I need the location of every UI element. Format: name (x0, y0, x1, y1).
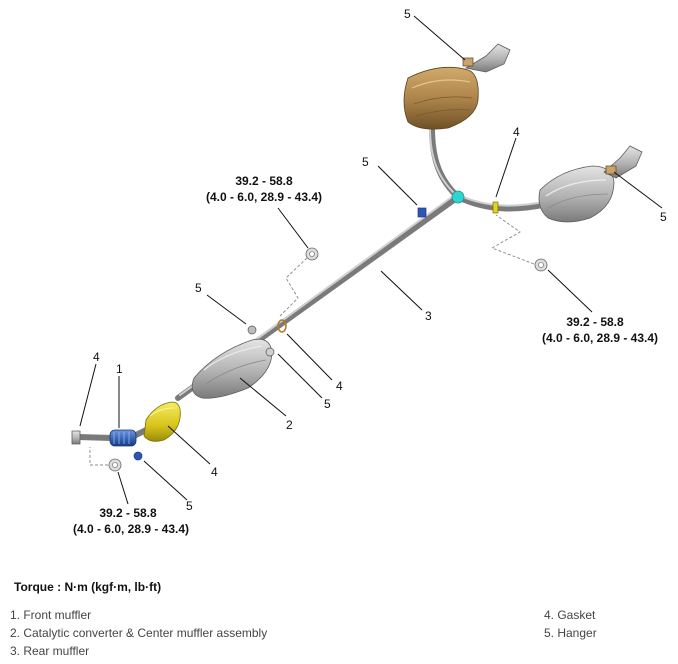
right-gasket-marker (492, 201, 499, 214)
torque-lower-left-value: 39.2 - 58.8 (99, 506, 157, 520)
callout-right-hanger: 5 (660, 210, 667, 224)
leader-front-gasket-left (79, 363, 97, 427)
callout-mid-hanger: 5 (195, 281, 202, 295)
leader-top-hanger (413, 15, 466, 61)
nut-icon-right (534, 258, 548, 272)
callout-right-gasket: 4 (513, 125, 520, 139)
torque-upper-left-conversion: (4.0 - 6.0, 28.9 - 43.4) (206, 190, 322, 204)
dashed-guide-right (490, 214, 535, 265)
rear-muffler-left (403, 43, 511, 130)
nut-icon-upper (305, 247, 319, 261)
callout-rear-muffler: 3 (425, 309, 432, 323)
left-tail-pipe (429, 125, 461, 200)
legend-item-front-muffler: 1. Front muffler (10, 608, 92, 622)
legend-item-gasket: 4. Gasket (544, 608, 596, 622)
mid-gasket-part (277, 319, 287, 333)
catalytic-converter (143, 401, 181, 442)
leader-torque-lower (117, 471, 129, 505)
leader-center-hanger (377, 165, 418, 206)
junction-clamp (451, 190, 465, 204)
leader-front-gasket-right (167, 425, 211, 465)
leader-right-hanger (613, 171, 663, 209)
right-tail-pipe (455, 194, 551, 212)
leader-front-hanger (143, 460, 188, 501)
dashed-guide-upper (279, 257, 308, 317)
leader-torque-upper (277, 207, 309, 249)
exhaust-diagram: 5 4 5 5 3 5 4 5 2 4 1 4 5 39.2 - 58.8 (4… (71, 7, 667, 536)
callout-center-hanger: 5 (362, 155, 369, 169)
rear-muffler-right (538, 145, 643, 223)
nut-icon-lower (108, 458, 122, 472)
leader-torque-right (547, 269, 593, 313)
leader-mid-hanger-lower (277, 353, 323, 399)
callout-center-muffler: 2 (286, 418, 293, 432)
callout-mid-hanger-lower: 5 (324, 397, 331, 411)
callout-mid-gasket: 4 (336, 379, 343, 393)
mid-hanger-lower-part (265, 347, 275, 357)
leader-center-muffler (239, 377, 287, 417)
torque-lower-left-conversion: (4.0 - 6.0, 28.9 - 43.4) (73, 522, 189, 536)
torque-right-value: 39.2 - 58.8 (566, 315, 624, 329)
torque-upper-left-value: 39.2 - 58.8 (235, 174, 293, 188)
leader-mid-gasket (286, 333, 333, 381)
front-hanger-part (133, 451, 143, 461)
leader-right-gasket (495, 137, 517, 198)
leader-mid-hanger (206, 294, 247, 325)
callout-front-hanger: 5 (186, 499, 193, 513)
callout-front-gasket-left: 4 (93, 350, 100, 364)
right-hanger-part (605, 165, 617, 175)
leader-rear-muffler (380, 270, 423, 311)
dashed-guide-lower (89, 447, 108, 466)
top-hanger-part (462, 57, 474, 67)
legend-item-rear-muffler: 3. Rear muffler (10, 644, 90, 658)
callout-top-hanger: 5 (404, 7, 411, 21)
center-muffler (191, 338, 273, 399)
legend-item-hanger: 5. Hanger (544, 626, 597, 640)
legend-title: Torque : N·m (kgf·m, lb·ft) (14, 580, 162, 594)
center-hanger-part (417, 207, 427, 218)
front-muffler (71, 429, 137, 447)
callout-front-gasket-right: 4 (211, 465, 218, 479)
torque-right-conversion: (4.0 - 6.0, 28.9 - 43.4) (542, 331, 658, 345)
callout-front-muffler: 1 (116, 362, 123, 376)
mid-hanger-part (247, 325, 257, 335)
legend-item-catalytic-converter: 2. Catalytic converter & Center muffler … (10, 626, 268, 640)
